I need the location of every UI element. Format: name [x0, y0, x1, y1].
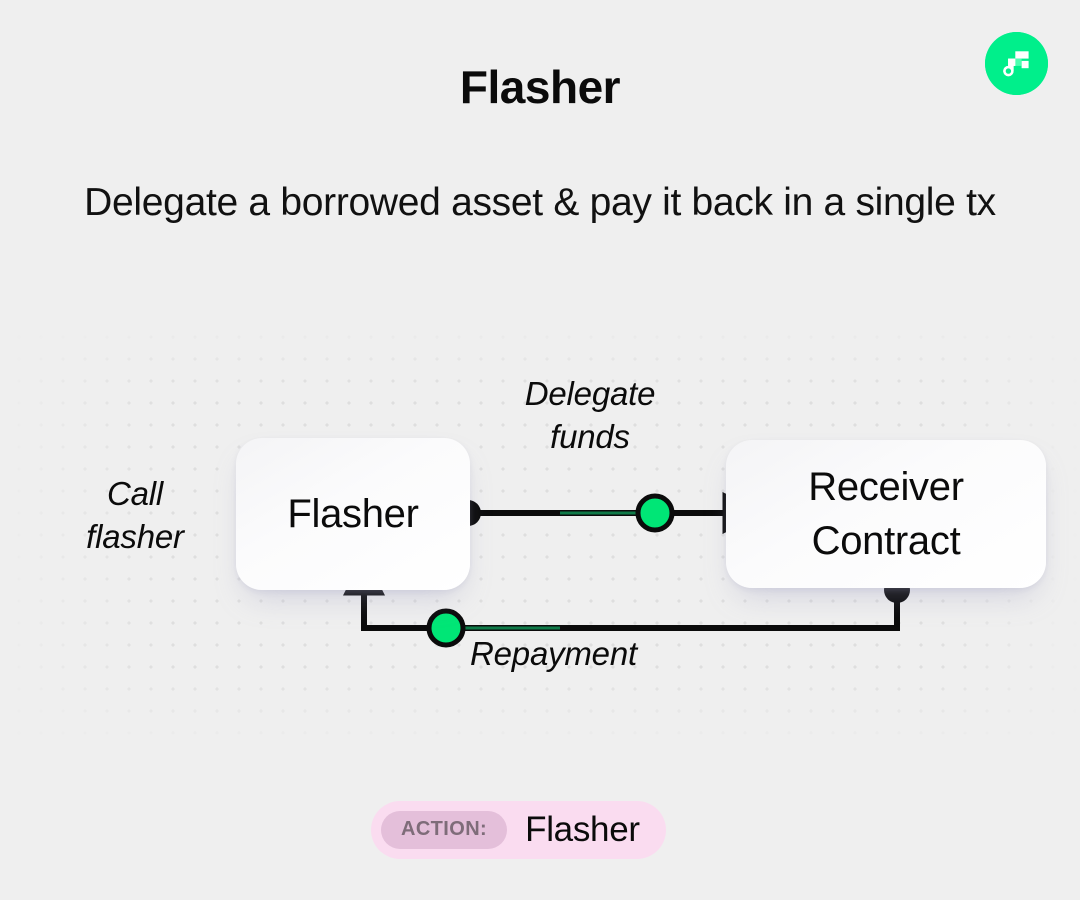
delegate-funds-edge [455, 492, 765, 534]
edge-label-call-flasher: Call flasher [86, 475, 184, 555]
action-badge[interactable]: ACTION: Flasher [371, 801, 666, 859]
node-flasher-label: Flasher [287, 492, 419, 536]
flow-logo-icon [985, 32, 1048, 95]
action-badge-value: Flasher [525, 810, 640, 849]
diagram-canvas: Flasher Receiver Contract Call flasher D… [0, 320, 1080, 750]
page-title: Flasher [459, 61, 621, 113]
node-receiver-contract[interactable]: Receiver Contract [726, 440, 1046, 588]
edge-label-repayment: Repayment [470, 635, 637, 672]
page-subtitle: Delegate a borrowed asset & pay it back … [84, 181, 996, 224]
delegate-edge-token-dot [635, 493, 675, 533]
action-badge-tag: ACTION: [381, 811, 508, 849]
node-receiver-contract-label: Receiver Contract [808, 465, 964, 563]
edge-label-delegate-funds: Delegate funds [524, 375, 656, 455]
repayment-edge-token-dot [426, 608, 466, 648]
node-flasher[interactable]: Flasher [236, 438, 470, 590]
